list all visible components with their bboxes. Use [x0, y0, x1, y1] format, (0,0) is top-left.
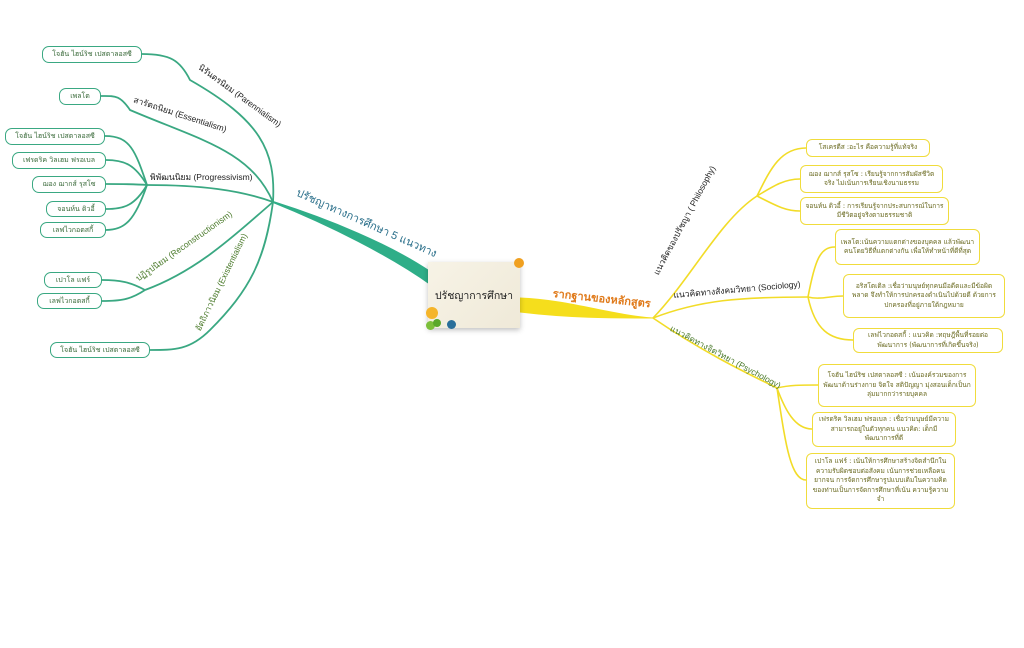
- link-progressivism-5: [105, 184, 148, 231]
- node-progressivism-1[interactable]: โจฮัน ไฮน์ริช เปสตาลอสซี: [5, 128, 105, 145]
- pushpin-icon: [426, 321, 435, 330]
- link-progressivism-2: [105, 159, 148, 186]
- link-philosophy-1: [756, 147, 807, 197]
- node-reconstructionism-2[interactable]: เลฟไวกอตสกี้: [37, 293, 102, 309]
- link-philosophy: [652, 195, 758, 319]
- link-sociology-3: [807, 296, 854, 341]
- branch-label-progressivism: พิพัฒนนิยม (Progressivism): [150, 172, 253, 182]
- link-sociology-2: [807, 295, 844, 299]
- pushpin-icon: [447, 320, 456, 329]
- link-psychology-1: [776, 384, 819, 389]
- link-progressivism-4: [105, 184, 148, 210]
- node-progressivism-3[interactable]: ฌอง ฌากส์ รุสโซ: [32, 176, 106, 193]
- right-trunk: [519, 297, 654, 319]
- central-topic[interactable]: ปรัชญาการศึกษา: [428, 262, 520, 328]
- link-progressivism-1: [104, 135, 148, 186]
- pushpin-icon: [433, 319, 441, 327]
- node-sociology-2[interactable]: อริสโตเติล :เชื่อว่ามนุษย์ทุกคนมีอดีตและ…: [843, 274, 1005, 318]
- node-parennialism-1[interactable]: โจฮัน ไฮน์ริช เปสตาลอสซี: [42, 46, 142, 63]
- node-sociology-3[interactable]: เลฟไวกอตสกี้ : แนวคิด :ทฤษฎีพื้นที่รอยต่…: [853, 328, 1003, 353]
- link-progressivism-3: [105, 183, 148, 186]
- node-essentialism-1[interactable]: เพลโต: [59, 88, 101, 105]
- link-reconstructionism: [144, 201, 274, 291]
- link-psychology: [652, 317, 778, 389]
- pushpin-icon: [426, 307, 438, 319]
- node-philosophy-1[interactable]: โสเครตีส :อะไร คือความรู้ที่แท้จริง: [806, 139, 930, 157]
- central-topic-title: ปรัชญาการศึกษา: [434, 289, 513, 302]
- link-psychology-2: [776, 387, 813, 430]
- link-philosophy-3: [756, 195, 801, 212]
- node-sociology-1[interactable]: เพลโต:เน้นความแตกต่างของบุคคล แล้วพัฒนาค…: [835, 229, 980, 265]
- link-progressivism: [146, 184, 274, 203]
- node-reconstructionism-1[interactable]: เปาโล แฟร์: [44, 272, 102, 288]
- link-sociology-1: [807, 246, 836, 298]
- pushpin-icon: [514, 258, 524, 268]
- node-psychology-1[interactable]: โจฮัน ไฮน์ริช เปสตาลอสซี : เน้นองค์รวมขอ…: [818, 364, 976, 407]
- node-progressivism-5[interactable]: เลฟไวกอตสกี้: [40, 222, 106, 238]
- node-progressivism-2[interactable]: เฟรดริค วิลเฮม ฟรอเบล: [12, 152, 106, 169]
- node-progressivism-4[interactable]: จอนห์น ดิวอี้: [46, 201, 106, 217]
- node-philosophy-2[interactable]: ฌอง ฌากส์ รุสโซ : เรียนรู้จากการสัมผัสชี…: [800, 165, 943, 193]
- link-sociology: [652, 296, 809, 319]
- node-psychology-2[interactable]: เฟรดริค วิลเฮม ฟรอเบล : เชื่อว่ามนุษย์มี…: [812, 412, 956, 447]
- node-philosophy-3[interactable]: จอนห์น ดิวอี้ : การเรียนรู้จากประสบการณ์…: [800, 197, 949, 225]
- link-reconstructionism-2: [101, 289, 146, 302]
- link-parennialism: [141, 53, 275, 203]
- node-psychology-3[interactable]: เปาโล แฟร์ : เน้นให้การศึกษาสร้างจิตสำนึ…: [806, 453, 955, 509]
- link-essentialism: [100, 95, 274, 203]
- link-existentialism: [149, 201, 274, 351]
- node-existentialism-1[interactable]: โจฮัน ไฮน์ริช เปสตาลอสซี: [50, 342, 150, 358]
- link-psychology-3: [776, 387, 807, 481]
- link-philosophy-2: [756, 178, 801, 197]
- link-reconstructionism-1: [101, 279, 146, 291]
